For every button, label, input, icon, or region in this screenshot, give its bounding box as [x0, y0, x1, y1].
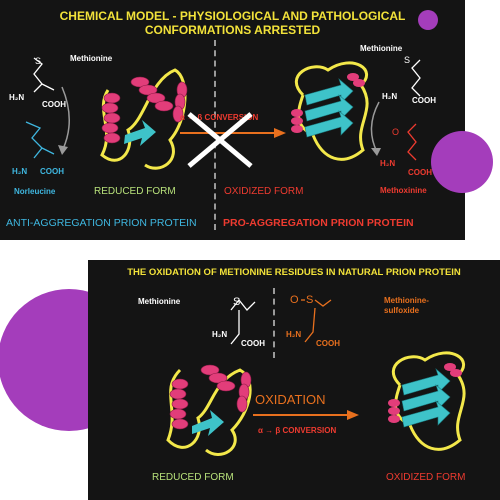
reduced-form-protein-bottom — [166, 364, 252, 456]
methionine-label-bottom: Methionine — [138, 297, 181, 306]
oxygen-atom-sulfoxide: O — [290, 294, 299, 306]
carboxyl-label-bottom-2: COOH — [316, 339, 340, 348]
norleucine-structure — [25, 121, 55, 159]
amine-label-3: H₂N — [382, 92, 398, 101]
sulfur-atom-right: S — [404, 55, 411, 65]
amine-label-bottom-2: H₂N — [286, 330, 302, 339]
methionine-sulfoxide-label: Methionine- sulfoxide — [384, 296, 429, 316]
oxidized-form-protein — [291, 61, 369, 161]
panel-title-bottom: THE OXIDATION OF METIONINE RESIDUES IN N… — [127, 267, 461, 278]
carboxyl-label-bottom-1: COOH — [241, 339, 265, 348]
title-line-2: CONFORMATIONS ARRESTED — [144, 23, 321, 37]
reduced-form-label-top: REDUCED FORM — [94, 186, 176, 197]
curved-arrow-left — [58, 86, 70, 155]
oxidation-panel: THE OXIDATION OF METIONINE RESIDUES IN N… — [88, 260, 500, 500]
conversion-label-bottom: α → β CONVERSION — [258, 426, 337, 435]
methoxinine-label: Methoxinine — [380, 186, 427, 195]
purple-decor-circle-medium — [431, 131, 493, 193]
amine-label-4: H₂N — [380, 159, 396, 168]
oxidized-form-label-top: OXIDIZED FORM — [224, 186, 304, 197]
methoxinine-structure — [407, 123, 417, 161]
methionine-structure-right — [411, 59, 421, 97]
amine-label-2: H₂N — [12, 167, 28, 176]
norleucine-label: Norleucine — [14, 187, 56, 196]
oxidized-form-protein-bottom — [388, 351, 466, 451]
carboxyl-label-2: COOH — [40, 167, 64, 176]
oxygen-atom-methoxy: O — [392, 127, 400, 137]
methionine-label-right: Methionine — [360, 44, 403, 53]
blocked-cross-icon — [187, 112, 253, 168]
sulfur-atom-bottom: S — [233, 296, 241, 308]
carboxyl-label-3: COOH — [412, 96, 436, 105]
amine-label-bottom-1: H₂N — [212, 330, 228, 339]
methionine-structure-left — [33, 57, 55, 93]
oxidation-label: OXIDATION — [255, 392, 326, 407]
anti-aggregation-label: ANTI-AGGREGATION PRION PROTEIN — [6, 217, 197, 229]
amine-label-1: H₂N — [9, 93, 25, 102]
title-line-1: CHEMICAL MODEL - PHYSIOLOGICAL AND PATHO… — [59, 9, 406, 23]
reduced-form-protein — [100, 68, 188, 170]
purple-decor-circle-small — [418, 10, 438, 30]
carboxyl-label-4: COOH — [408, 168, 432, 177]
sulfoxide-label-line-1: Methionine- — [384, 296, 429, 305]
sulfoxide-label-line-2: sulfoxide — [384, 306, 420, 315]
carboxyl-label-1: COOH — [42, 100, 66, 109]
chemical-model-panel: CHEMICAL MODEL - PHYSIOLOGICAL AND PATHO… — [0, 0, 465, 240]
curved-arrow-right — [370, 101, 381, 156]
panel-title: CHEMICAL MODEL - PHYSIOLOGICAL AND PATHO… — [0, 9, 465, 37]
conversion-label-top: α → β CONVERSION — [180, 113, 259, 122]
sulfur-atom-sulfoxide: S — [306, 294, 314, 306]
methionine-sulfoxide-structure — [301, 299, 332, 343]
oxidation-arrow — [253, 410, 359, 420]
panel-divider-bottom — [273, 288, 275, 358]
oxidized-form-label-bottom: OXIDIZED FORM — [386, 472, 466, 483]
methionine-structure-bottom — [230, 298, 256, 345]
methionine-label-left: Methionine — [70, 54, 113, 63]
pro-aggregation-label: PRO-AGGREGATION PRION PROTEIN — [223, 217, 414, 229]
reduced-form-label-bottom: REDUCED FORM — [152, 472, 234, 483]
sulfur-atom-left: S — [35, 56, 42, 66]
